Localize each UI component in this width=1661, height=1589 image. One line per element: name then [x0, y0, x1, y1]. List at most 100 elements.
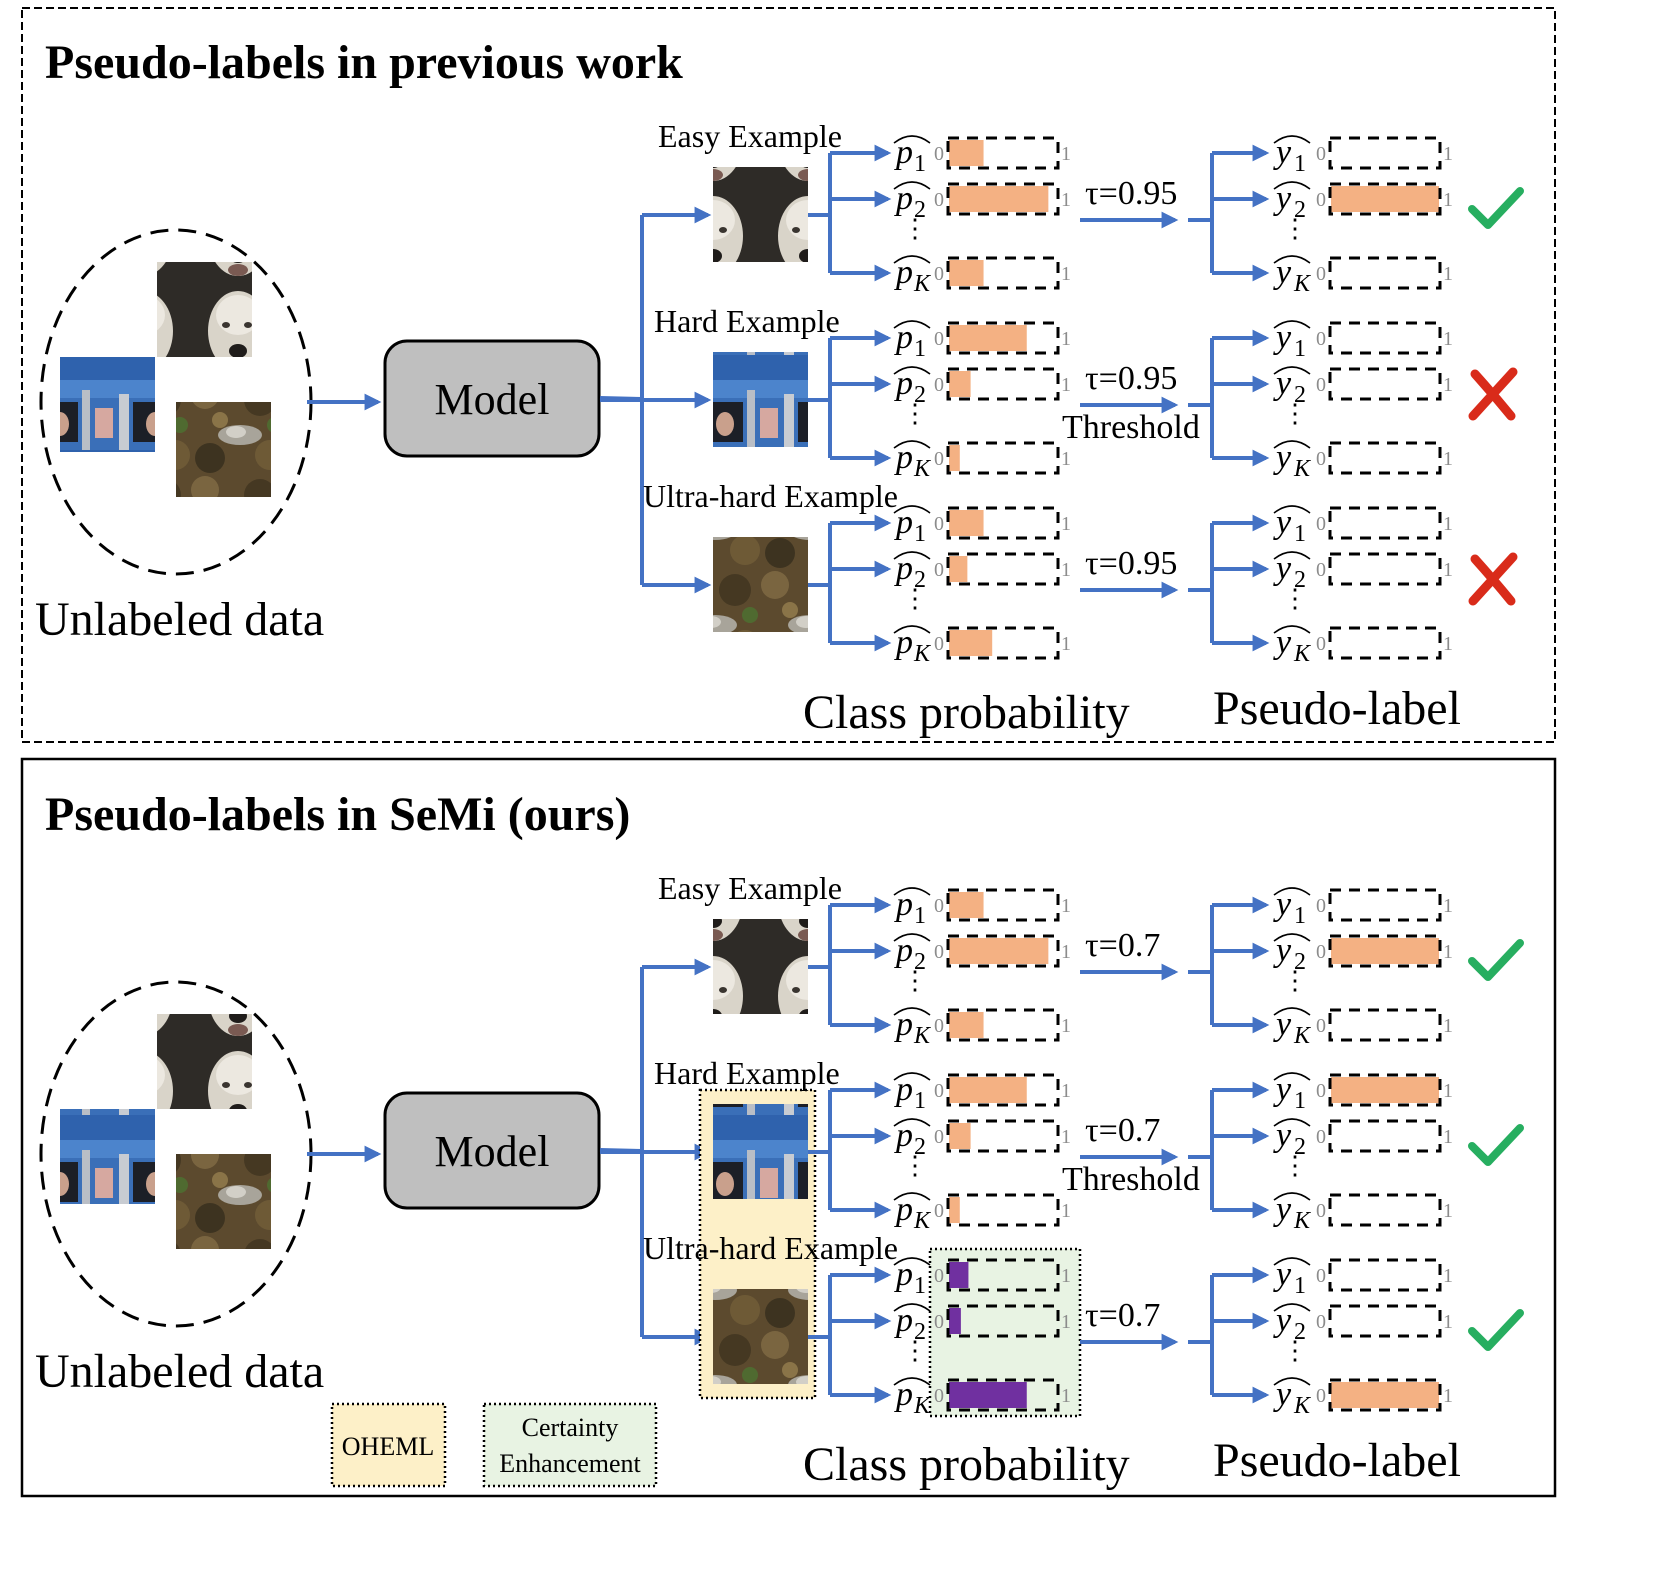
hat-icon: [1273, 440, 1311, 449]
axis-max-label: 1: [1061, 1126, 1071, 1148]
symbol-subscript: 1: [914, 1088, 926, 1114]
hat-icon: [1273, 1303, 1311, 1312]
symbol-subscript: 1: [1294, 903, 1306, 929]
hat-icon: [893, 933, 931, 942]
axis-max-label: 1: [1443, 1015, 1453, 1037]
bar-frame: [946, 182, 1060, 216]
axis-max-label: 1: [1061, 263, 1071, 285]
bar-fill: [949, 1262, 969, 1288]
axis-max-label: 1: [1061, 328, 1071, 350]
axis-max-label: 1: [1443, 448, 1453, 470]
symbol-subscript: 1: [914, 151, 926, 177]
symbol-letter: p: [894, 504, 913, 541]
hat-icon: [1273, 551, 1311, 560]
symbol-letter: y: [1273, 1256, 1292, 1293]
hat-icon: [893, 135, 931, 144]
panel-previous-work: Pseudo-labels in previous workUnlabeled …: [21, 7, 1556, 743]
axis-min-label: 0: [1316, 189, 1326, 211]
symbol-subscript: K: [913, 271, 932, 297]
axis-min-label: 0: [934, 633, 944, 655]
dog-image: [157, 1014, 252, 1109]
bar-frame: [946, 136, 1060, 170]
bar-fill: [949, 630, 993, 656]
bird-image: [176, 1154, 271, 1249]
axis-min-label: 0: [1316, 559, 1326, 581]
axis-min-label: 0: [1316, 1080, 1326, 1102]
symbol-subscript: K: [1293, 456, 1312, 482]
hat-icon: [1273, 505, 1311, 514]
symbol-letter: p: [894, 134, 913, 171]
hat-icon: [1273, 320, 1311, 329]
bar-frame: [1328, 441, 1442, 475]
dog-image: [157, 262, 252, 357]
legend-certainty-label-line2: Enhancement: [499, 1449, 641, 1478]
bar-fill: [949, 1382, 1027, 1408]
hat-icon: [893, 1007, 931, 1016]
axis-max-label: 1: [1443, 1200, 1453, 1222]
legend-certainty-swatch: [482, 1402, 658, 1488]
model-label: Model: [435, 375, 550, 424]
axis-min-label: 0: [934, 448, 944, 470]
axis-min-label: 0: [934, 1200, 944, 1222]
class-probability-label: Class probability: [803, 686, 1130, 739]
bar-frame: [946, 256, 1060, 290]
symbol-letter: p: [894, 624, 913, 661]
hat-icon: [1273, 366, 1311, 375]
tau-label: τ=0.95: [1085, 360, 1177, 397]
symbol-subscript: 2: [1294, 382, 1306, 408]
pseudo-label-label: Pseudo-label: [1213, 682, 1461, 735]
symbol-letter: y: [1273, 180, 1292, 217]
axis-min-label: 0: [934, 559, 944, 581]
bar-frame: [1328, 256, 1442, 290]
axis-min-label: 0: [934, 1015, 944, 1037]
hat-icon: [893, 1192, 931, 1201]
bar-fill: [1331, 1382, 1439, 1408]
symbol-subscript: 2: [1294, 567, 1306, 593]
hat-icon: [1273, 1118, 1311, 1127]
check-icon: [1468, 1124, 1524, 1166]
axis-min-label: 0: [934, 1126, 944, 1148]
ellipsis-dots: ⋮: [1282, 214, 1308, 243]
symbol-subscript: 1: [1294, 151, 1306, 177]
symbol-subscript: K: [913, 1393, 932, 1419]
bar-frame: [946, 321, 1060, 355]
axis-min-label: 0: [934, 374, 944, 396]
bar-fill: [949, 892, 984, 918]
symbol-subscript: 1: [1294, 1273, 1306, 1299]
axis-max-label: 1: [1443, 1265, 1453, 1287]
symbol-letter: y: [1273, 254, 1292, 291]
symbol-letter: y: [1273, 1302, 1292, 1339]
symbol-subscript: K: [1293, 271, 1312, 297]
cross-stroke: [1468, 552, 1518, 606]
bar-frame: [1328, 552, 1442, 586]
symbol-subscript: 2: [1294, 197, 1306, 223]
axis-min-label: 0: [1316, 1311, 1326, 1333]
symbol-subscript: K: [1293, 1208, 1312, 1234]
hat-icon: [1273, 1257, 1311, 1266]
axis-max-label: 1: [1061, 189, 1071, 211]
axis-max-label: 1: [1061, 633, 1071, 655]
tau-label: τ=0.7: [1085, 1297, 1160, 1334]
ellipsis-dots: ⋮: [902, 1336, 928, 1365]
check-icon: [1468, 187, 1524, 229]
symbol-subscript: 1: [1294, 521, 1306, 547]
